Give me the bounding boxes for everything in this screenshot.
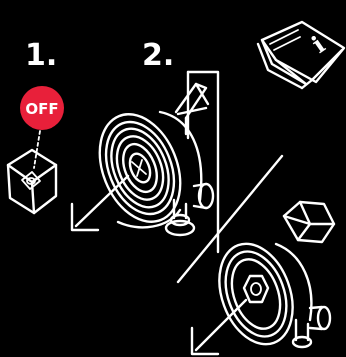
power-switch-box-icon [8, 150, 56, 213]
off-badge: OFF [20, 86, 64, 130]
manual-book-icon: i [258, 22, 344, 88]
step-2-label: 2. [142, 38, 174, 73]
off-label: OFF [25, 100, 58, 118]
badge-connector [34, 131, 40, 168]
pull-arrow-icon [192, 300, 246, 354]
hose-reel-icon [85, 102, 213, 235]
hose-reel-icon [206, 234, 330, 355]
hexagonal-nut-icon [284, 202, 334, 242]
info-glyph: i [306, 30, 330, 59]
step-1-label: 1. [25, 38, 57, 73]
